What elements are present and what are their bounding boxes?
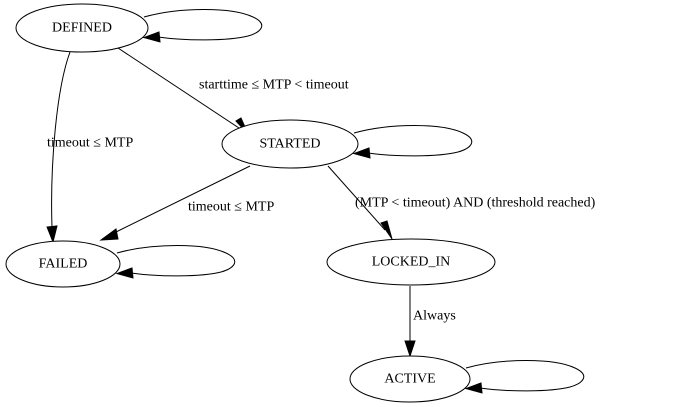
edge-defined-to-failed-path [51, 51, 71, 229]
node-started[interactable]: STARTED [221, 119, 359, 169]
edge-started-to-locked-in-path [327, 165, 386, 231]
edge-label-defined-to-started: starttime ≤ MTP < timeout [199, 78, 349, 93]
node-locked-in[interactable]: LOCKED_IN [326, 238, 496, 286]
self-loop-failed[interactable] [115, 245, 236, 279]
self-loop-started-arrowhead [352, 147, 371, 159]
node-started-ellipse [221, 119, 359, 169]
edge-label-locked-in-to-active: Always [413, 309, 456, 324]
edge-defined-to-failed-arrowhead [46, 225, 58, 244]
node-active[interactable]: ACTIVE [349, 355, 471, 403]
edge-started-to-locked-in-arrowhead [380, 220, 393, 240]
self-loop-active[interactable] [464, 360, 585, 394]
self-loop-started[interactable] [352, 125, 473, 159]
edge-label-defined-to-failed: timeout ≤ MTP [47, 136, 133, 151]
self-loop-started-path [353, 125, 473, 157]
self-loop-defined[interactable] [142, 9, 263, 43]
node-locked-in-ellipse [326, 238, 496, 286]
self-loop-failed-path [116, 245, 236, 277]
node-locked-in-label: LOCKED_IN [372, 255, 451, 270]
node-defined-label: DEFINED [52, 21, 112, 36]
node-failed-label: FAILED [39, 257, 88, 272]
edge-started-to-locked-in[interactable] [327, 165, 393, 240]
edge-locked-in-to-active-arrowhead [404, 340, 416, 358]
self-loop-defined-path [143, 9, 263, 41]
self-loop-active-arrowhead [464, 382, 483, 394]
node-started-label: STARTED [259, 137, 320, 152]
edge-started-to-failed[interactable] [99, 165, 251, 241]
self-loop-failed-arrowhead [115, 267, 134, 279]
self-loop-defined-arrowhead [142, 31, 161, 43]
node-active-ellipse [349, 355, 471, 403]
edge-locked-in-to-active[interactable] [404, 286, 416, 358]
edge-defined-to-failed[interactable] [46, 51, 71, 244]
edge-label-started-to-failed: timeout ≤ MTP [188, 200, 274, 215]
edge-label-started-to-locked-in: (MTP < timeout) AND (threshold reached) [355, 196, 596, 211]
edge-started-to-failed-arrowhead [99, 228, 119, 241]
node-failed-ellipse [5, 240, 121, 288]
node-failed[interactable]: FAILED [5, 240, 121, 288]
edge-started-to-failed-path [111, 165, 251, 235]
node-defined[interactable]: DEFINED [15, 3, 149, 53]
node-defined-ellipse [15, 3, 149, 53]
edge-defined-to-started-path [117, 47, 240, 129]
node-active-label: ACTIVE [384, 372, 435, 387]
self-loop-active-path [465, 360, 585, 392]
